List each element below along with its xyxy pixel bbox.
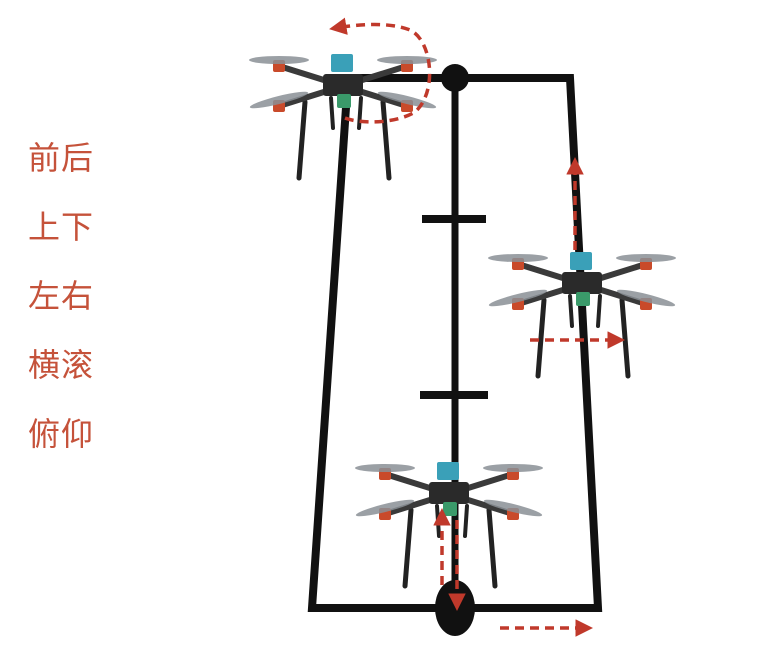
label-roll: 横滚 bbox=[28, 346, 95, 384]
label-left-right: 左右 bbox=[28, 277, 95, 315]
top-pivot-joint bbox=[441, 64, 469, 92]
bottom-drone-icon bbox=[355, 462, 543, 586]
label-up-down: 上下 bbox=[28, 208, 95, 246]
label-pitch: 俯仰 bbox=[28, 415, 95, 453]
rotation-arrow-icon bbox=[329, 17, 432, 124]
label-forward-backward: 前后 bbox=[28, 139, 95, 177]
motion-label-list: 前后 上下 左右 横滚 俯仰 bbox=[28, 142, 94, 487]
bottom-pivot-joint bbox=[435, 580, 475, 636]
